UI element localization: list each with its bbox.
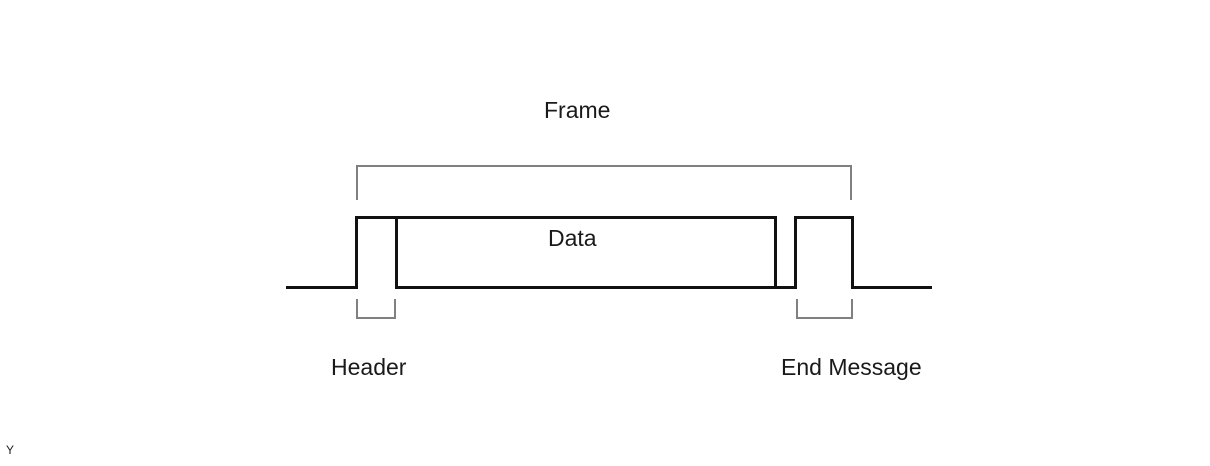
end-message-span-bracket <box>796 299 853 319</box>
header-span-bracket <box>356 299 396 319</box>
end-message-label: End Message <box>781 354 922 380</box>
frame-span-bracket <box>356 165 852 200</box>
data-box <box>395 216 777 289</box>
signal-baseline-right <box>851 286 932 289</box>
end-pulse-top <box>794 216 854 219</box>
y-axis-label: Y <box>6 443 15 457</box>
end-pulse-falling-edge <box>851 216 854 289</box>
header-pulse-top <box>355 216 398 219</box>
signal-baseline-left <box>286 286 357 289</box>
end-pulse-rising-edge <box>794 216 797 289</box>
signal-baseline-middle <box>774 286 796 289</box>
header-pulse-rising-edge <box>355 216 358 289</box>
header-label: Header <box>331 354 407 380</box>
data-label: Data <box>548 225 597 251</box>
frame-label: Frame <box>544 97 611 123</box>
